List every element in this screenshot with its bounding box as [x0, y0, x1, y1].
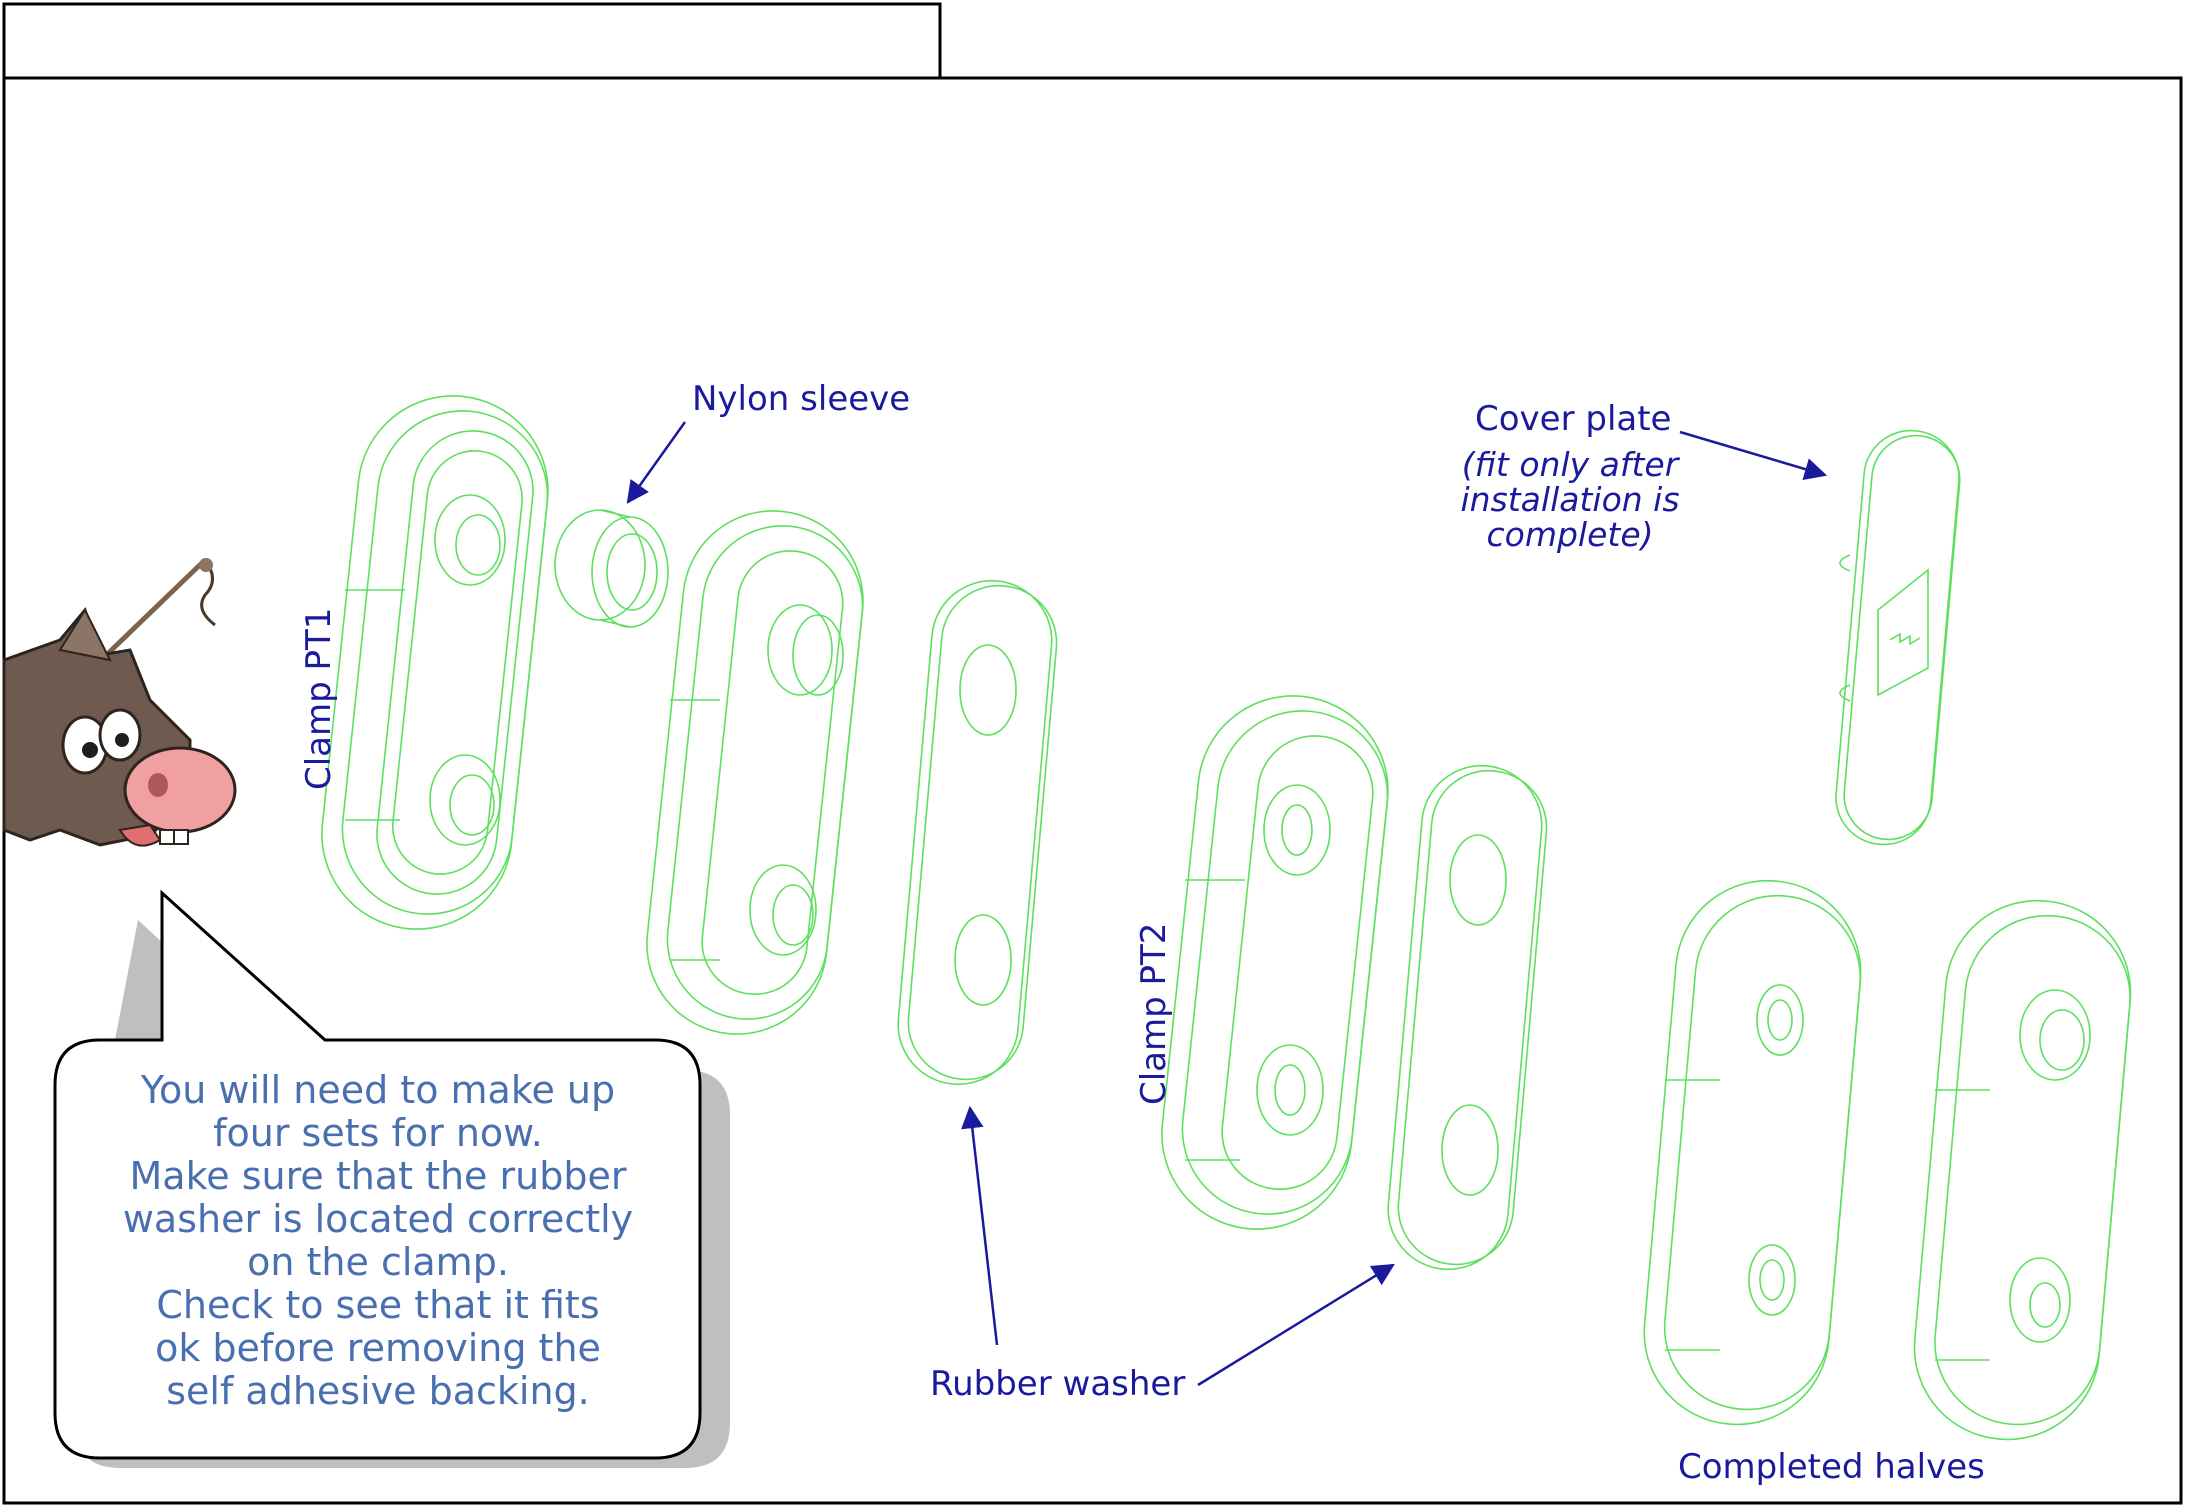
bubble-line-8: self adhesive backing.: [166, 1369, 590, 1413]
speech-bubble: You will need to make up four sets for n…: [53, 889, 730, 1468]
arrows: [626, 421, 1828, 1387]
nylon-sleeve-arrow: [626, 421, 687, 504]
bubble-line-7: ok before removing the: [155, 1326, 601, 1370]
bubble-line-4: washer is located correctly: [123, 1197, 633, 1241]
rubber-washer-arrow-1: [961, 1105, 999, 1346]
title-tab: [2, 2, 942, 80]
cover-plate-label: Cover plate: [1475, 399, 1671, 439]
bubble-line-1: You will need to make up: [140, 1068, 615, 1112]
bubble-line-2: four sets for now.: [213, 1111, 543, 1155]
cover-plate-note-line-2: installation is: [1460, 480, 1679, 519]
rubber-washer-2-part: [1387, 764, 1548, 1271]
cover-plate-note-line-1: (fit only after: [1462, 445, 1681, 484]
cover-plate-part: [1835, 429, 1961, 846]
clamp-pt2-part: [1161, 695, 1389, 1230]
rubber-washer-1-part: [897, 579, 1058, 1086]
clamp-pt1-part: [321, 395, 549, 930]
bubble-line-5: on the clamp.: [247, 1240, 509, 1284]
bubble-line-3: Make sure that the rubber: [130, 1154, 627, 1198]
clamp-pt2-label: Clamp PT2: [1134, 923, 1174, 1105]
bubble-line-6: Check to see that it fits: [156, 1283, 599, 1327]
clamp-middle-part: [646, 510, 864, 1035]
completed-half-1-part: [1643, 879, 1862, 1426]
completed-half-2-part: [1913, 899, 2132, 1441]
donkey-mascot-icon: [2, 558, 237, 847]
nylon-sleeve-part: [554, 509, 669, 628]
rubber-washer-label: Rubber washer: [930, 1364, 1185, 1404]
clamp-pt1-label: Clamp PT1: [299, 608, 339, 790]
completed-halves-label: Completed halves: [1678, 1447, 1985, 1487]
speech-bubble-body: [53, 889, 702, 1460]
nylon-sleeve-label: Nylon sleeve: [692, 379, 910, 419]
cover-plate-arrow: [1679, 430, 1828, 481]
rubber-washer-arrow-2: [1197, 1263, 1395, 1387]
cover-plate-note-line-3: complete): [1486, 515, 1653, 554]
